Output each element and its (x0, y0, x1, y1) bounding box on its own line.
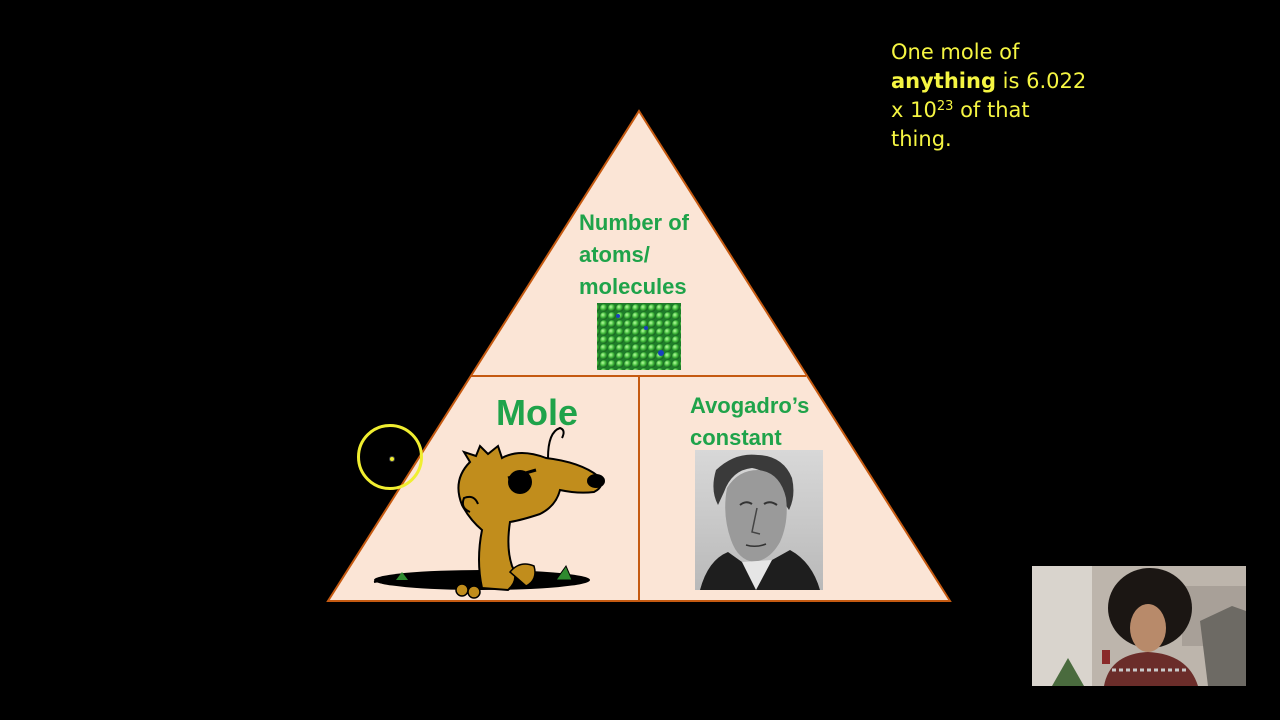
definition-note: One mole of anything is 6.022 x 1023 of … (891, 38, 1121, 154)
mole-label: Mole (496, 392, 579, 433)
note-bold-word: anything (891, 69, 996, 93)
top-label-line-1: Number of (579, 210, 689, 235)
right-label-line-2: constant (690, 425, 782, 450)
note-line-3: x 1023 of that (891, 96, 1121, 125)
number-of-atoms-label: Number of atoms/ molecules (579, 207, 709, 303)
note-line-4: thing. (891, 127, 952, 151)
cursor-highlight-icon (357, 424, 423, 490)
atoms-lattice-icon (597, 303, 681, 370)
note-line-2: anything is 6.022 (891, 67, 1121, 96)
webcam-overlay (1032, 566, 1246, 686)
avogadro-portrait-icon (695, 450, 823, 590)
note-times: x 10 (891, 98, 937, 122)
note-suffix: of that (960, 98, 1030, 122)
note-line-1: One mole of (891, 40, 1020, 64)
note-exponent: 23 (936, 99, 954, 114)
note-mid: is 6.022 (1002, 69, 1087, 93)
cursor-pointer-icon (389, 456, 395, 462)
mole-cartoon-icon (373, 426, 605, 599)
avogadro-constant-label: Avogadro’s constant (690, 390, 830, 454)
top-label-line-2: atoms/ (579, 242, 650, 267)
right-label-line-1: Avogadro’s (690, 393, 810, 418)
presenter-video-icon (1032, 566, 1246, 686)
top-label-line-3: molecules (579, 274, 687, 299)
